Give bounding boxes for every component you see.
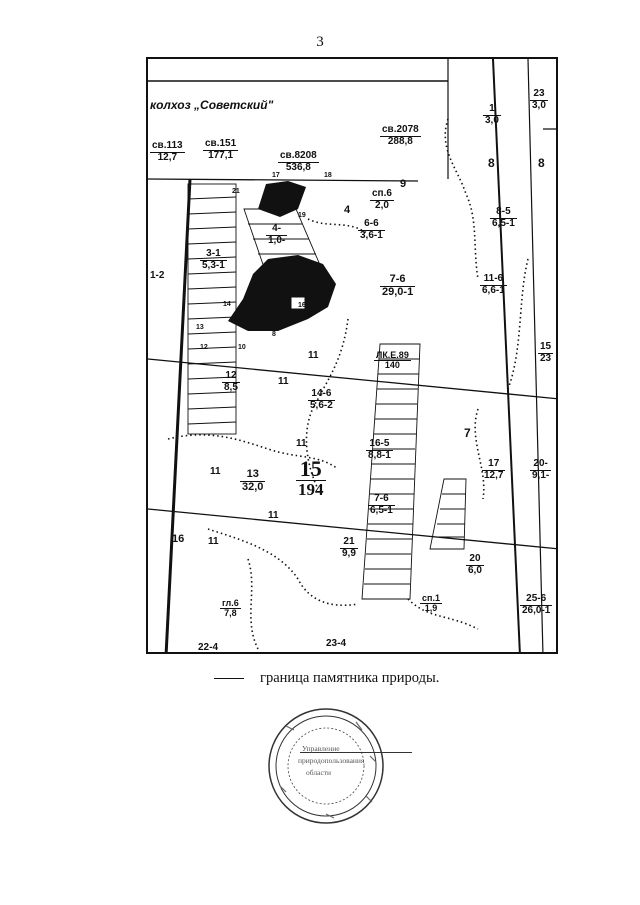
map-lines [148,59,556,652]
small-number: 11 [208,536,219,547]
small-number: 14 [223,301,231,308]
small-number: 18 [324,172,332,179]
map-legend: граница памятника природы. [214,670,439,687]
official-seal [266,706,386,826]
page-number: 3 [316,34,324,50]
parcel-label: 4-1,0- [266,223,288,246]
parcel-label: 16 [172,533,185,545]
small-number: 11 [308,350,319,361]
parcel-label: 22-4 [198,642,219,653]
small-number: 6 [308,311,312,318]
parcel-label: 20-9,1- [530,458,552,481]
small-number: 9 [400,178,407,190]
small-number: 7 [464,426,471,440]
parcel-label: 23-4 [326,638,347,649]
legend-text: граница памятника природы. [260,670,440,686]
small-number: 13 [196,324,204,331]
parcel-label: 8 [488,156,495,170]
small-number: 8 [272,331,276,338]
small-number: 21 [232,188,240,195]
stamp-line-2: природопользования [298,756,365,765]
parcel-label: 1-2 [150,270,165,281]
small-number: 17 [272,172,280,179]
small-number: 10 [238,344,246,351]
parcel-label: 8 [538,156,545,170]
stamp-line-3: области [306,768,332,777]
small-number: 16 [298,302,306,309]
signature-line [300,752,412,753]
small-number: 19 [298,212,306,219]
small-number: 11 [296,438,307,449]
small-number: 4 [344,204,351,216]
small-number: 12 [200,344,208,351]
boundary-line-symbol [214,678,244,679]
stamp-line-1: Управление [302,744,340,753]
small-number: 11 [210,466,221,477]
small-number: 11 [278,376,289,387]
small-number: 11 [268,510,279,521]
kolkhoz-label: колхоз „Советский" [150,98,274,112]
